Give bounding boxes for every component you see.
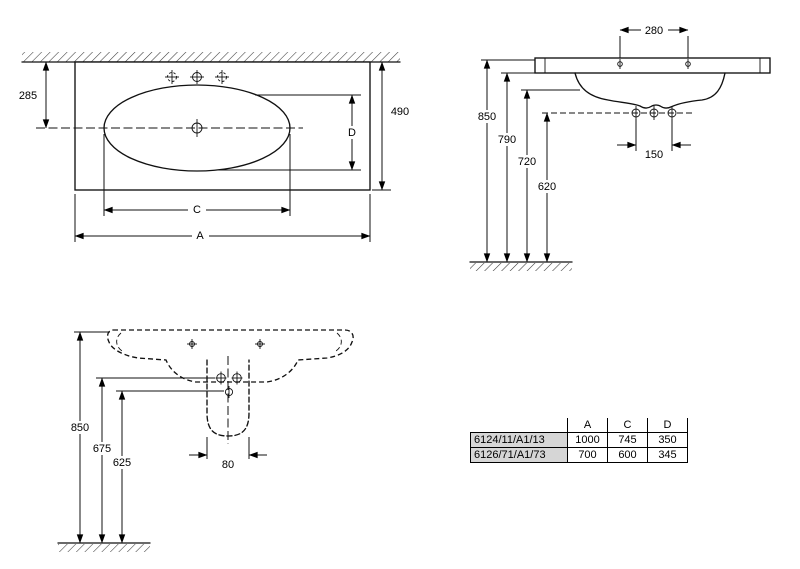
bowl-underside-profile xyxy=(574,72,726,109)
dim-label-625: 625 xyxy=(113,457,131,469)
model-number-cell: 6126/71/A1/73 xyxy=(470,447,568,463)
dim-height-720: 720 xyxy=(513,89,580,263)
hidden-fixing-hole-right xyxy=(255,339,265,349)
dim-label-A: A xyxy=(196,230,204,242)
trap-hole-bottom xyxy=(224,386,234,398)
spec-table-header-row: A C D xyxy=(471,418,688,433)
plan-view: 285 490 D C A xyxy=(19,52,409,242)
dim-trap-80: 80 xyxy=(189,437,267,471)
spec-table-row-2: 6126/71/A1/73 700 600 345 xyxy=(470,447,688,463)
dim-label-280: 280 xyxy=(645,25,663,37)
dim-label-850-front: 850 xyxy=(478,111,496,123)
trap-hole-left xyxy=(215,371,227,385)
dim-bowl-width-C: C xyxy=(103,134,291,216)
value-d-cell: 350 xyxy=(647,432,688,448)
dim-depth-490: 490 xyxy=(372,61,409,191)
dim-label-150: 150 xyxy=(645,149,663,161)
value-c-cell: 745 xyxy=(607,432,648,448)
value-a-cell: 1000 xyxy=(567,432,608,448)
value-c-cell: 600 xyxy=(607,447,648,463)
rim-inner-arc-right xyxy=(335,332,342,352)
dim-label-D: D xyxy=(348,127,356,139)
value-d-cell: 345 xyxy=(647,447,688,463)
basin-hidden-outline xyxy=(106,329,354,383)
dim-top-holes-280: 280 xyxy=(619,24,689,58)
dim-height-850-front: 850 xyxy=(473,59,535,263)
hidden-fixing-hole-left xyxy=(187,339,197,349)
spec-table: A C D 6124/11/A1/13 1000 745 350 6126/71… xyxy=(470,418,688,463)
spec-table-row-1: 6124/11/A1/13 1000 745 350 xyxy=(470,432,688,448)
dim-label-80: 80 xyxy=(222,459,234,471)
spec-table-corner xyxy=(471,418,568,433)
front-view: 280 xyxy=(469,24,771,271)
dim-height-850-profile: 850 xyxy=(66,331,110,544)
dim-label-720: 720 xyxy=(518,156,536,168)
wall-fixing-hole-center xyxy=(649,106,659,120)
rim-front-outline xyxy=(534,57,771,74)
dim-label-490: 490 xyxy=(391,106,409,118)
profile-view: 850 675 625 80 xyxy=(57,329,354,552)
wall-fixing-hole-right xyxy=(667,106,677,120)
drain-hole xyxy=(191,119,203,137)
value-a-cell: 700 xyxy=(567,447,608,463)
trap-hole-right xyxy=(231,371,243,385)
floor-hatch-front xyxy=(470,263,572,271)
rim-inner-arc-left xyxy=(116,332,123,352)
spec-table-header-a: A xyxy=(567,418,608,433)
wall-hatch xyxy=(22,52,400,62)
tap-hole-center xyxy=(190,70,204,84)
wall-fixing-hole-left xyxy=(631,106,641,120)
spec-table-header-d: D xyxy=(647,418,688,433)
spec-table-header-c: C xyxy=(607,418,648,433)
dim-label-850-profile: 850 xyxy=(71,422,89,434)
dim-label-675: 675 xyxy=(93,443,111,455)
rim-fixing-hole-left xyxy=(617,59,623,69)
dim-label-285: 285 xyxy=(19,90,37,102)
dim-height-620: 620 xyxy=(533,112,561,263)
model-number-cell: 6124/11/A1/13 xyxy=(470,432,568,448)
rim-fixing-hole-right xyxy=(685,59,691,69)
dim-height-625: 625 xyxy=(108,390,224,544)
floor-hatch-profile xyxy=(58,544,150,552)
dim-wall-to-drain: 285 xyxy=(19,61,50,129)
dim-overall-width-A: A xyxy=(74,194,371,242)
dim-lower-holes-150: 150 xyxy=(617,119,691,161)
dim-label-C: C xyxy=(193,204,201,216)
dim-label-620: 620 xyxy=(538,181,556,193)
tap-hole-left xyxy=(165,70,179,84)
dim-height-675: 675 xyxy=(88,377,215,544)
tap-hole-right xyxy=(215,70,229,84)
dim-height-790: 790 xyxy=(493,72,535,263)
dim-label-790: 790 xyxy=(498,134,516,146)
